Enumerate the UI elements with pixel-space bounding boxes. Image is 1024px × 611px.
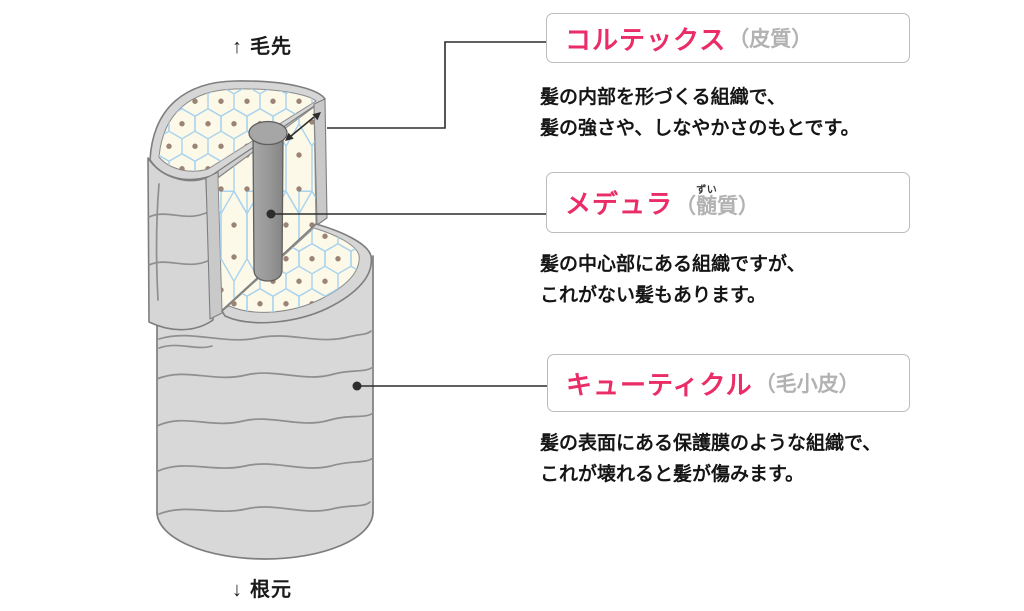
right-wall-cross-section — [313, 98, 328, 226]
cuticle-desc-line2: これが壊れると髪が傷みます。 — [540, 464, 805, 485]
cortex-floor-face — [221, 223, 373, 324]
medulla-furigana: ずい — [696, 185, 718, 196]
down-arrow-icon: ↓ — [232, 579, 243, 601]
medulla-desc-line2: これがない髪もあります。 — [540, 285, 767, 306]
cortex-desc-line2: 髪の強さや、しなやかさのもとです。 — [540, 118, 860, 139]
medulla-alias-open: （ — [675, 195, 697, 218]
cortex-top-face — [149, 80, 326, 181]
medulla-name: メデュラ — [565, 189, 674, 219]
cortex-desc-line1: 髪の内部を形づくる組織で、 — [540, 87, 786, 108]
medulla-callout-box: メデュラ （髄ずい質） — [546, 172, 910, 233]
cortex-description: 髪の内部を形づくる組織で、 髪の強さや、しなやかさのもとです。 — [540, 82, 860, 144]
connector-medulla — [266, 209, 546, 219]
cortex-callout-box: コルテックス （皮質） — [546, 13, 910, 63]
medulla-description: 髪の中心部にある組織ですが、 これがない髪もあります。 — [540, 249, 806, 311]
connector-cuticle — [352, 381, 547, 391]
medulla-rod — [248, 120, 288, 282]
cuticle-description: 髪の表面にある保護膜のような組織で、 これが壊れると髪が傷みます。 — [540, 428, 881, 490]
cortex-alias: （皮質） — [728, 28, 813, 51]
medulla-alias-close: 質） — [717, 195, 760, 218]
medulla-alias: （髄ずい質） — [675, 185, 759, 220]
connector-cortex — [285, 41, 546, 141]
tip-label-text: 毛先 — [250, 36, 292, 58]
cuticle-outer-surface — [156, 255, 374, 560]
orientation-root-label: ↓ 根元 — [232, 573, 292, 602]
upper-left-wall — [147, 157, 214, 331]
cuticle-alias: （毛小皮） — [754, 373, 860, 396]
cuticle-callout-box: キューティクル （毛小皮） — [547, 354, 910, 412]
medulla-alias-kanji: 髄 — [696, 195, 718, 218]
root-label-text: 根元 — [250, 579, 292, 601]
cuticle-desc-line1: 髪の表面にある保護膜のような組織で、 — [540, 433, 882, 454]
medulla-desc-line1: 髪の中心部にある組織ですが、 — [540, 254, 806, 275]
cuticle-name: キューティクル — [566, 369, 753, 400]
cortex-name: コルテックス — [565, 24, 727, 55]
up-arrow-icon: ↑ — [232, 36, 243, 58]
medulla-alias-kanji-ruby: 髄ずい — [696, 185, 718, 218]
orientation-tip-label: ↑ 毛先 — [232, 30, 292, 59]
